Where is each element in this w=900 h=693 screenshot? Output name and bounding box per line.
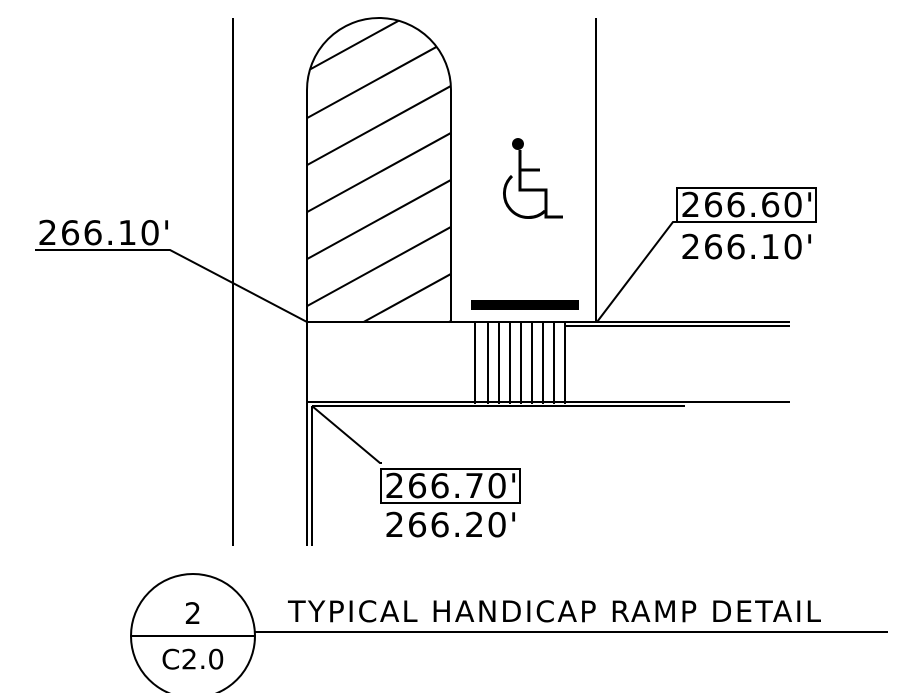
leader-lower xyxy=(311,405,382,464)
leader-right xyxy=(596,221,678,323)
elevation-right-bottom: 266.10' xyxy=(680,228,815,268)
detail-number: 2 xyxy=(184,597,202,631)
elevation-left: 266.10' xyxy=(37,214,172,254)
elevation-lower-bottom: 266.20' xyxy=(384,506,519,546)
elevation-box-right xyxy=(676,187,817,223)
leader-left xyxy=(35,249,308,323)
hatched-island xyxy=(306,17,452,322)
elevation-lower-top: 266.70' xyxy=(384,467,519,507)
elevation-box-lower xyxy=(380,468,521,504)
ramp-grooves xyxy=(474,322,566,404)
detail-sheet: C2.0 xyxy=(161,643,225,676)
island-hatching xyxy=(307,18,451,322)
stop-bar xyxy=(471,300,579,310)
wheelchair-icon xyxy=(502,138,563,219)
detail-title: TYPICAL HANDICAP RAMP DETAIL xyxy=(287,595,823,629)
linework xyxy=(35,17,888,693)
elevation-right-top: 266.60' xyxy=(680,186,815,226)
